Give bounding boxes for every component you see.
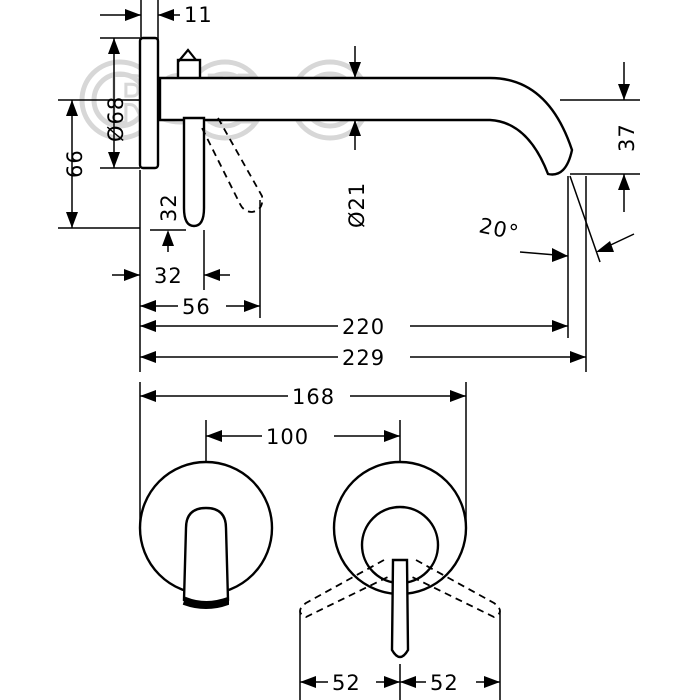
dim-32v-label: 32	[157, 193, 181, 222]
side-dimensions: 11 Ø68 66 32 Ø21 37	[58, 0, 640, 372]
lever-down	[182, 116, 206, 228]
spout-front	[182, 506, 230, 607]
dim-20deg-label: 20°	[477, 213, 521, 245]
dim-37-label: 37	[615, 123, 639, 152]
spout-outlet	[182, 596, 229, 609]
mixer-lever	[390, 558, 410, 659]
rosette-plate	[138, 36, 160, 170]
dim-66-label: 66	[63, 149, 87, 178]
spout	[158, 76, 574, 176]
front-view	[138, 460, 501, 659]
dim-229-label: 229	[342, 346, 385, 370]
dim-d21-label: Ø21	[345, 182, 369, 228]
front-dimensions: 168 100 52 52	[139, 382, 501, 700]
dim-168-label: 168	[292, 385, 335, 409]
lever-alt-dashed	[199, 117, 264, 213]
lever-hub-cap	[177, 48, 197, 63]
side-view	[138, 36, 574, 228]
dim-52-left-label: 52	[332, 671, 361, 695]
lever-left-dashed	[299, 559, 393, 618]
dim-100-label: 100	[266, 425, 309, 449]
dim-52-right-label: 52	[430, 671, 459, 695]
dim-32h-label: 32	[154, 264, 183, 288]
lever-right-dashed	[407, 559, 501, 618]
dim-220-label: 220	[342, 315, 385, 339]
dim-d68-label: Ø68	[104, 96, 128, 142]
dim-56-label: 56	[182, 295, 211, 319]
dim-11-label: 11	[184, 3, 213, 27]
